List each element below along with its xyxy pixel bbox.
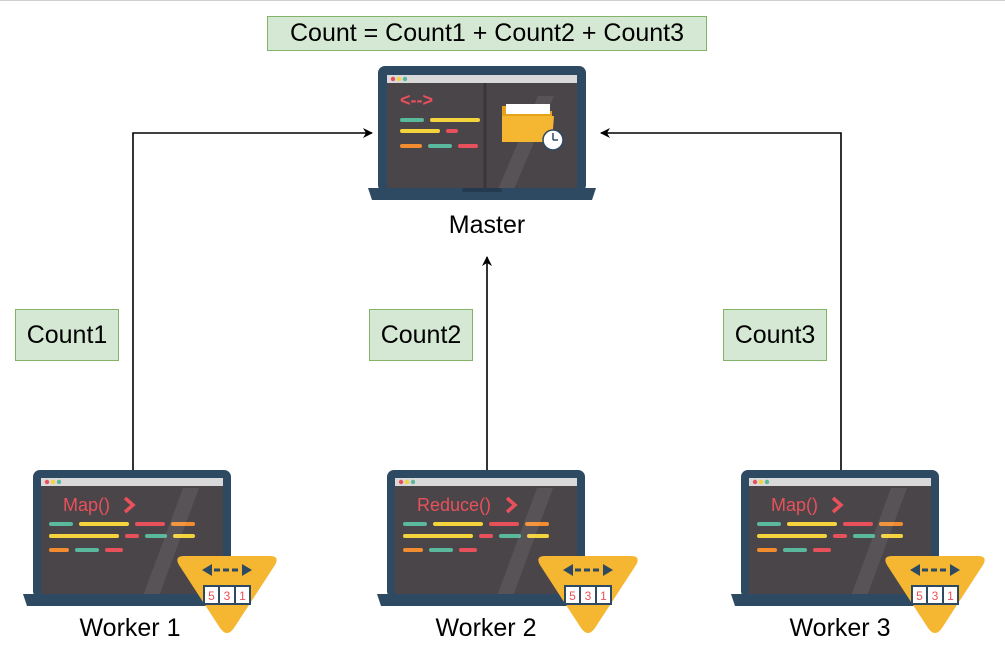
slot-digit: 1 xyxy=(947,589,954,603)
worker-1-label: Worker 1 xyxy=(79,614,181,642)
slot-digit: 5 xyxy=(208,589,215,603)
slot-digit: 3 xyxy=(585,589,592,603)
connector-worker3-to-master xyxy=(600,128,842,470)
worker-2-shuffle-badge-icon: 5 3 1 xyxy=(538,556,638,633)
slot-digit: 1 xyxy=(600,589,607,603)
worker-3-label: Worker 3 xyxy=(789,614,891,642)
worker-2-label: Worker 2 xyxy=(435,614,537,642)
master-laptop-icon: <--> xyxy=(368,66,596,200)
worker-screen-label: Map() xyxy=(63,495,110,515)
count3-label: Count3 xyxy=(723,309,827,361)
slot-digit: 5 xyxy=(569,589,576,603)
worker-1-shuffle-badge-icon: 5 3 1 xyxy=(177,556,277,633)
svg-text:<-->: <--> xyxy=(400,90,433,110)
slot-digit: 5 xyxy=(916,589,923,603)
folder-clock-icon xyxy=(502,104,564,151)
count1-label: Count1 xyxy=(15,309,119,361)
top-border xyxy=(0,0,1005,1)
worker-3-shuffle-badge-icon: 5 3 1 xyxy=(885,556,985,633)
worker-2-laptop-icon: Reduce() xyxy=(377,470,595,606)
worker-screen-label: Reduce() xyxy=(417,495,491,515)
slot-digit: 3 xyxy=(932,589,939,603)
worker-screen-label: Map() xyxy=(771,495,818,515)
slot-digit: 3 xyxy=(224,589,231,603)
formula-label: Count = Count1 + Count2 + Count3 xyxy=(267,16,707,51)
worker-3-laptop-icon: Map() xyxy=(731,470,949,606)
count2-label: Count2 xyxy=(369,309,473,361)
slot-digit: 1 xyxy=(239,589,246,603)
master-label: Master xyxy=(448,211,526,239)
connector-worker1-to-master xyxy=(132,128,373,470)
